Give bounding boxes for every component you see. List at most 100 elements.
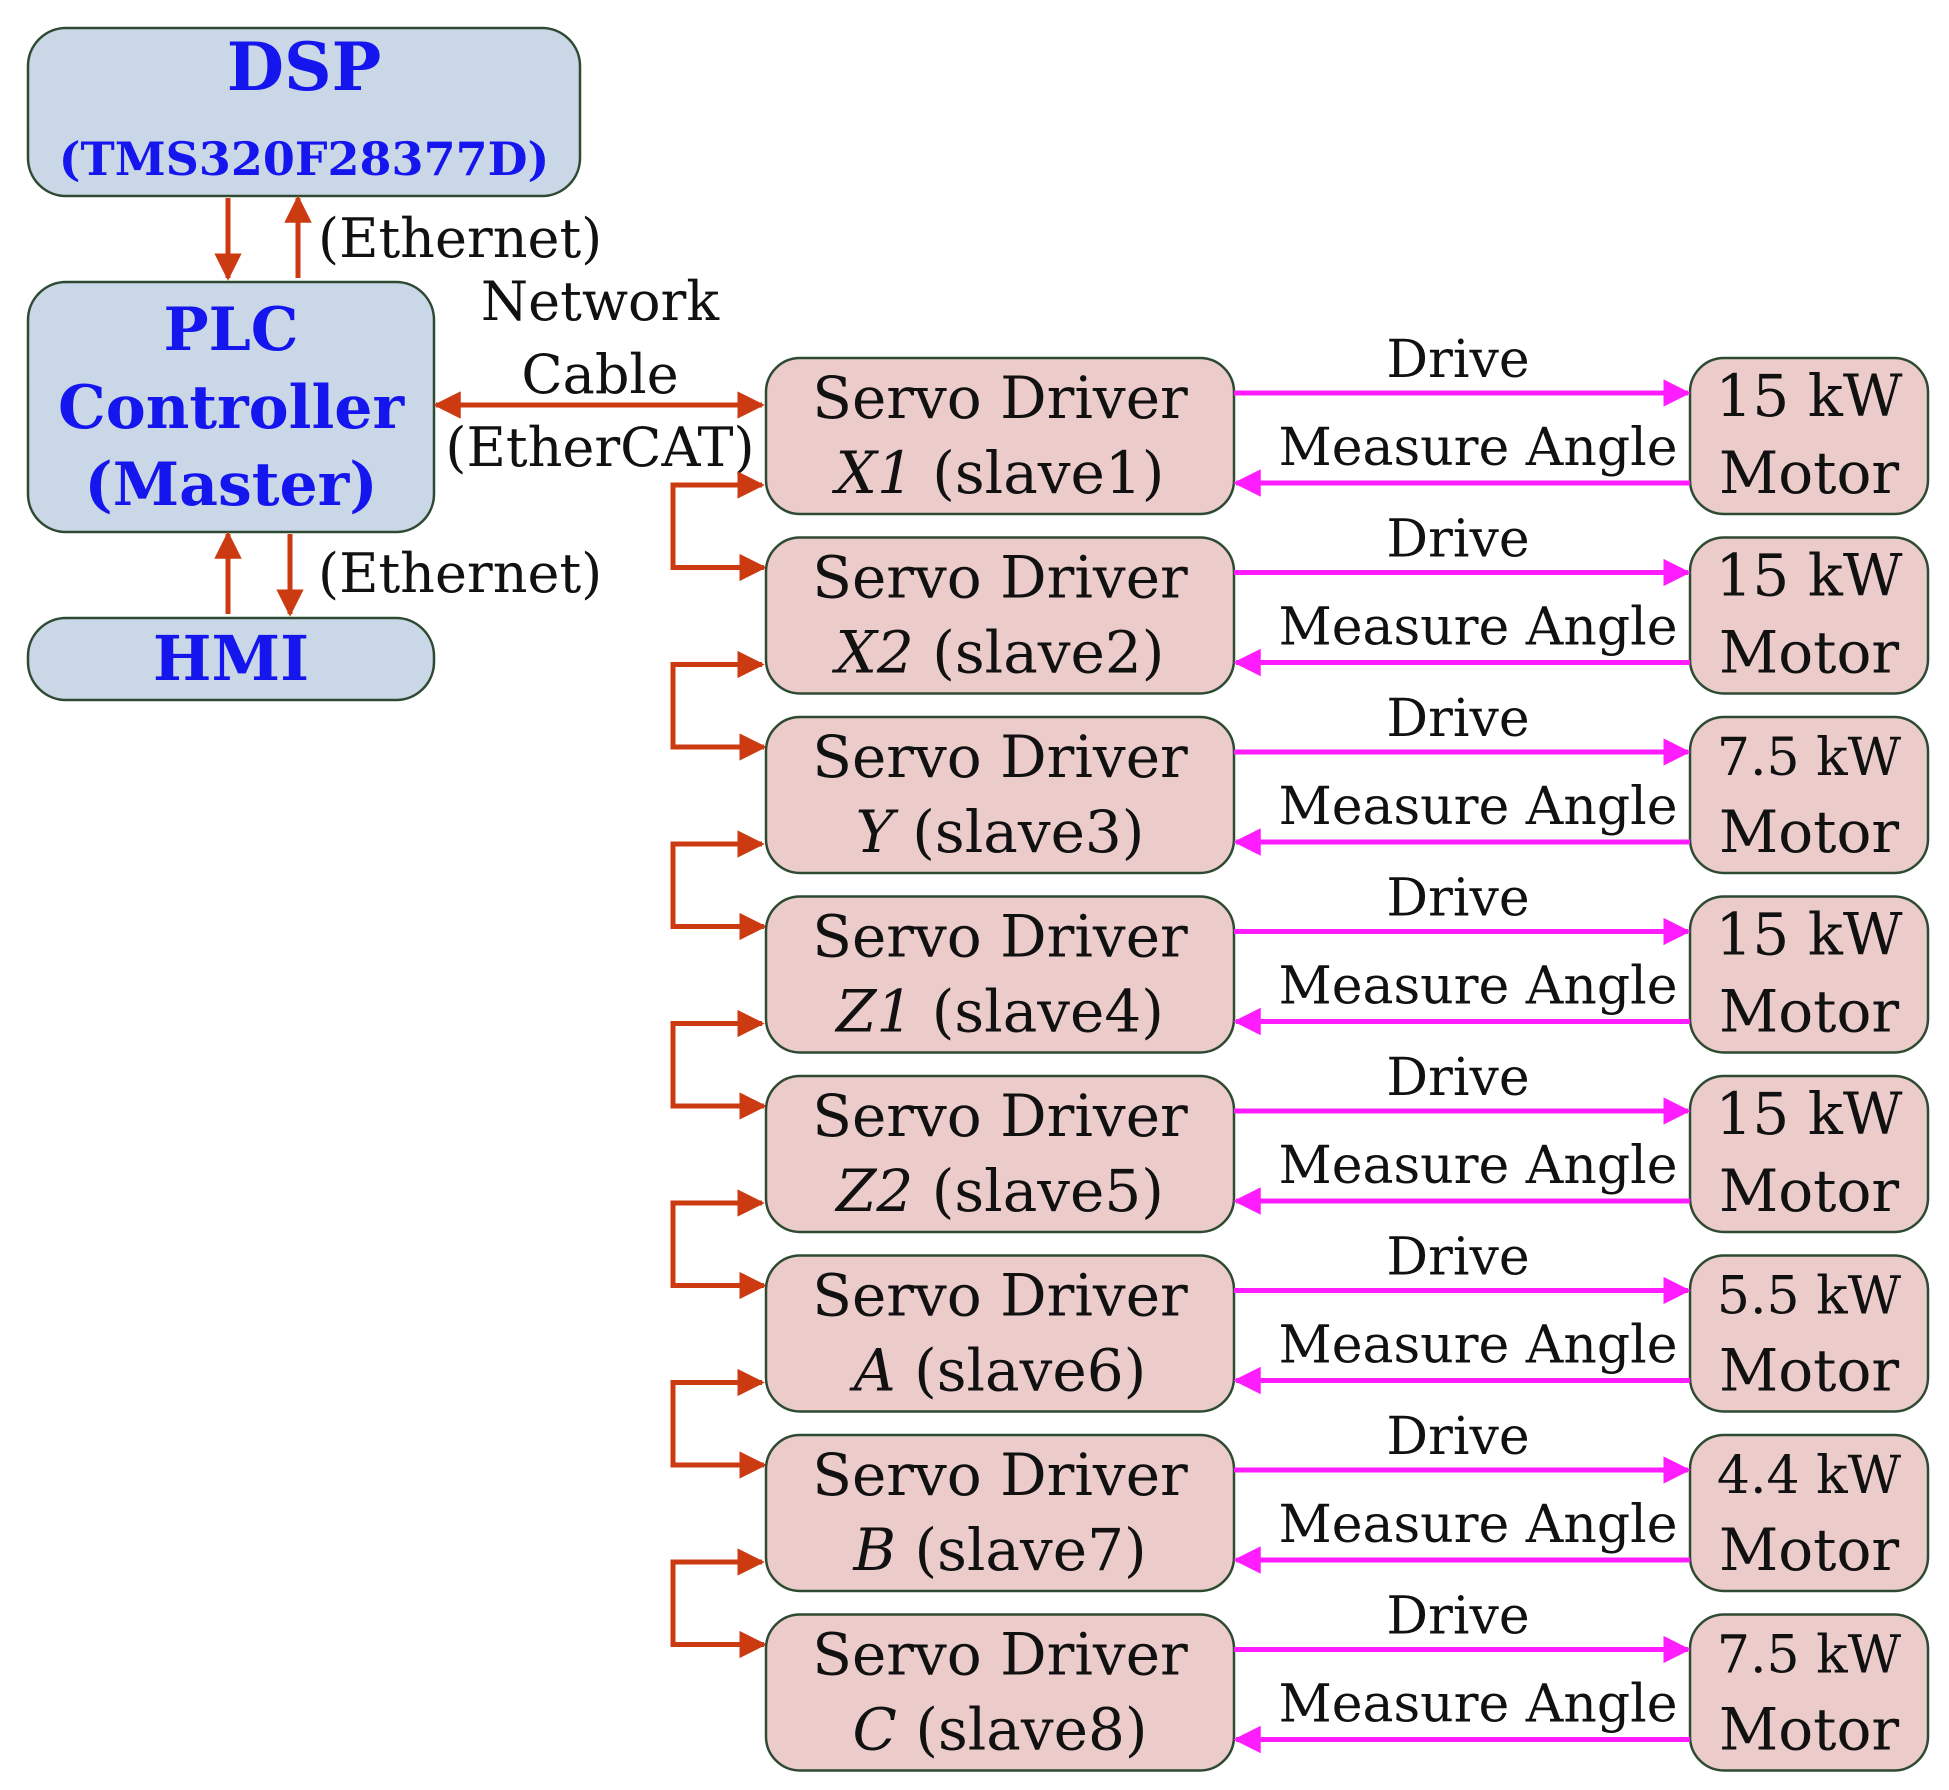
drive-label-3: Drive [1386, 689, 1529, 749]
motor-box-6: 5.5 kW Motor [1688, 1254, 1930, 1413]
motor-box-5: 15 kW Motor [1688, 1074, 1930, 1234]
network-label-line3: (EtherCAT) [445, 416, 754, 479]
drive-label-6: Drive [1386, 1228, 1529, 1288]
network-label-line2: Cable [521, 343, 678, 406]
motor-label-4: Motor [1719, 978, 1900, 1046]
servo-label-3: Servo Driver [812, 723, 1188, 791]
motor-box-3: 7.5 kW Motor [1688, 715, 1930, 875]
motor-label-6: Motor [1719, 1337, 1900, 1405]
network-label-line1: Network [481, 270, 720, 333]
motor-power-4: 15 kW [1716, 901, 1903, 969]
servo-axis-5: Z2 [834, 1157, 913, 1225]
drive-label-8: Drive [1386, 1587, 1529, 1647]
servo-slave-2: (slave2) [914, 619, 1165, 687]
ethercat-chain-6-to-7 [670, 1368, 767, 1479]
motor-box-2: 15 kW Motor [1688, 536, 1930, 695]
plc-line2: Controller [58, 373, 406, 443]
ethercat-chain-3-to-4 [670, 830, 767, 941]
measure-angle-label-2: Measure Angle [1278, 598, 1677, 658]
measure-angle-label-7: Measure Angle [1278, 1495, 1677, 1555]
measure-angle-label-3: Measure Angle [1278, 777, 1677, 837]
servo-axis-3: Y [856, 798, 899, 866]
motor-power-8: 7.5 kW [1717, 1626, 1902, 1686]
servo-label-7: Servo Driver [812, 1441, 1188, 1509]
measure-angle-label-1: Measure Angle [1278, 418, 1677, 478]
motor-box-1: 15 kW Motor [1688, 356, 1930, 516]
servo-slave-4: (slave4) [913, 978, 1164, 1046]
motor-power-5: 15 kW [1716, 1080, 1903, 1148]
servo-label-1: Servo Driver [812, 364, 1188, 432]
motor-label-7: Motor [1719, 1516, 1900, 1584]
measure-angle-label-4: Measure Angle [1278, 957, 1677, 1017]
hmi-title: HMI [153, 622, 309, 695]
motor-box-4: 15 kW Motor [1688, 895, 1930, 1054]
measure-angle-label-6: Measure Angle [1278, 1316, 1677, 1376]
servo-id-7: B (slave7) [852, 1516, 1146, 1584]
ethercat-chain-1-to-2 [670, 471, 767, 582]
drive-label-2: Drive [1386, 510, 1529, 570]
servo-slave-3: (slave3) [894, 798, 1145, 866]
hmi-box: HMI [26, 616, 436, 702]
servo-axis-7: B [852, 1516, 896, 1584]
servo-slave-6: (slave6) [896, 1337, 1147, 1405]
motor-power-1: 15 kW [1716, 362, 1903, 430]
drive-label-4: Drive [1386, 869, 1529, 929]
drive-label-1: Drive [1386, 330, 1529, 390]
motor-label-3: Motor [1719, 798, 1900, 866]
ethercat-chain-7-to-8 [670, 1548, 767, 1659]
servo-slave-7: (slave7) [896, 1516, 1147, 1584]
dsp-plc-link-label: (Ethernet) [318, 207, 602, 270]
servo-slave-8: (slave8) [897, 1696, 1148, 1764]
motor-label-8: Motor [1719, 1696, 1900, 1764]
ethercat-chain-2-to-3 [670, 650, 767, 761]
motor-box-7: 4.4 kW Motor [1688, 1433, 1930, 1593]
servo-axis-1: X1 [832, 439, 914, 507]
drive-label-7: Drive [1386, 1407, 1529, 1467]
plc-hmi-link-label: (Ethernet) [318, 542, 602, 605]
servo-label-4: Servo Driver [812, 903, 1188, 971]
servo-id-8: C (slave8) [853, 1696, 1148, 1764]
servo-slave-5: (slave5) [913, 1157, 1164, 1225]
motor-power-3: 7.5 kW [1717, 728, 1902, 788]
motor-label-1: Motor [1719, 439, 1900, 507]
motor-power-7: 4.4 kW [1717, 1446, 1902, 1506]
drive-label-5: Drive [1386, 1048, 1529, 1108]
measure-angle-label-5: Measure Angle [1278, 1136, 1677, 1196]
motor-label-2: Motor [1719, 619, 1900, 687]
servo-label-6: Servo Driver [812, 1262, 1188, 1330]
servo-label-2: Servo Driver [812, 544, 1188, 612]
servo-axis-4: Z1 [834, 978, 913, 1046]
dsp-title: DSP [227, 28, 382, 106]
servo-id-3: Y (slave3) [856, 798, 1145, 866]
dsp-model: (TMS320F28377D) [59, 132, 550, 186]
plc-line3: (Master) [84, 450, 377, 520]
motor-box-8: 7.5 kW Motor [1688, 1613, 1930, 1772]
ethercat-chain-5-to-6 [670, 1189, 767, 1300]
servo-axis-6: A [849, 1337, 896, 1405]
servo-id-6: A (slave6) [849, 1337, 1146, 1405]
servo-label-5: Servo Driver [812, 1082, 1188, 1150]
motor-power-6: 5.5 kW [1717, 1267, 1902, 1327]
servo-id-1: X1 (slave1) [832, 439, 1165, 507]
motor-label-5: Motor [1719, 1157, 1900, 1225]
servo-driver-box-2: Servo Driver X2 (slave2) [764, 536, 1236, 695]
plc-controller-box: PLC Controller (Master) [26, 280, 436, 534]
servo-axis-8: C [853, 1696, 897, 1764]
servo-id-2: X2 (slave2) [832, 619, 1165, 687]
servo-slave-1: (slave1) [914, 439, 1165, 507]
dsp-box: DSP (TMS320F28377D) [26, 26, 582, 198]
ethercat-chain-4-to-5 [670, 1009, 767, 1120]
servo-id-4: Z1 (slave4) [834, 978, 1164, 1046]
servo-id-5: Z2 (slave5) [834, 1157, 1164, 1225]
motor-power-2: 15 kW [1716, 542, 1903, 610]
measure-angle-label-8: Measure Angle [1278, 1675, 1677, 1735]
